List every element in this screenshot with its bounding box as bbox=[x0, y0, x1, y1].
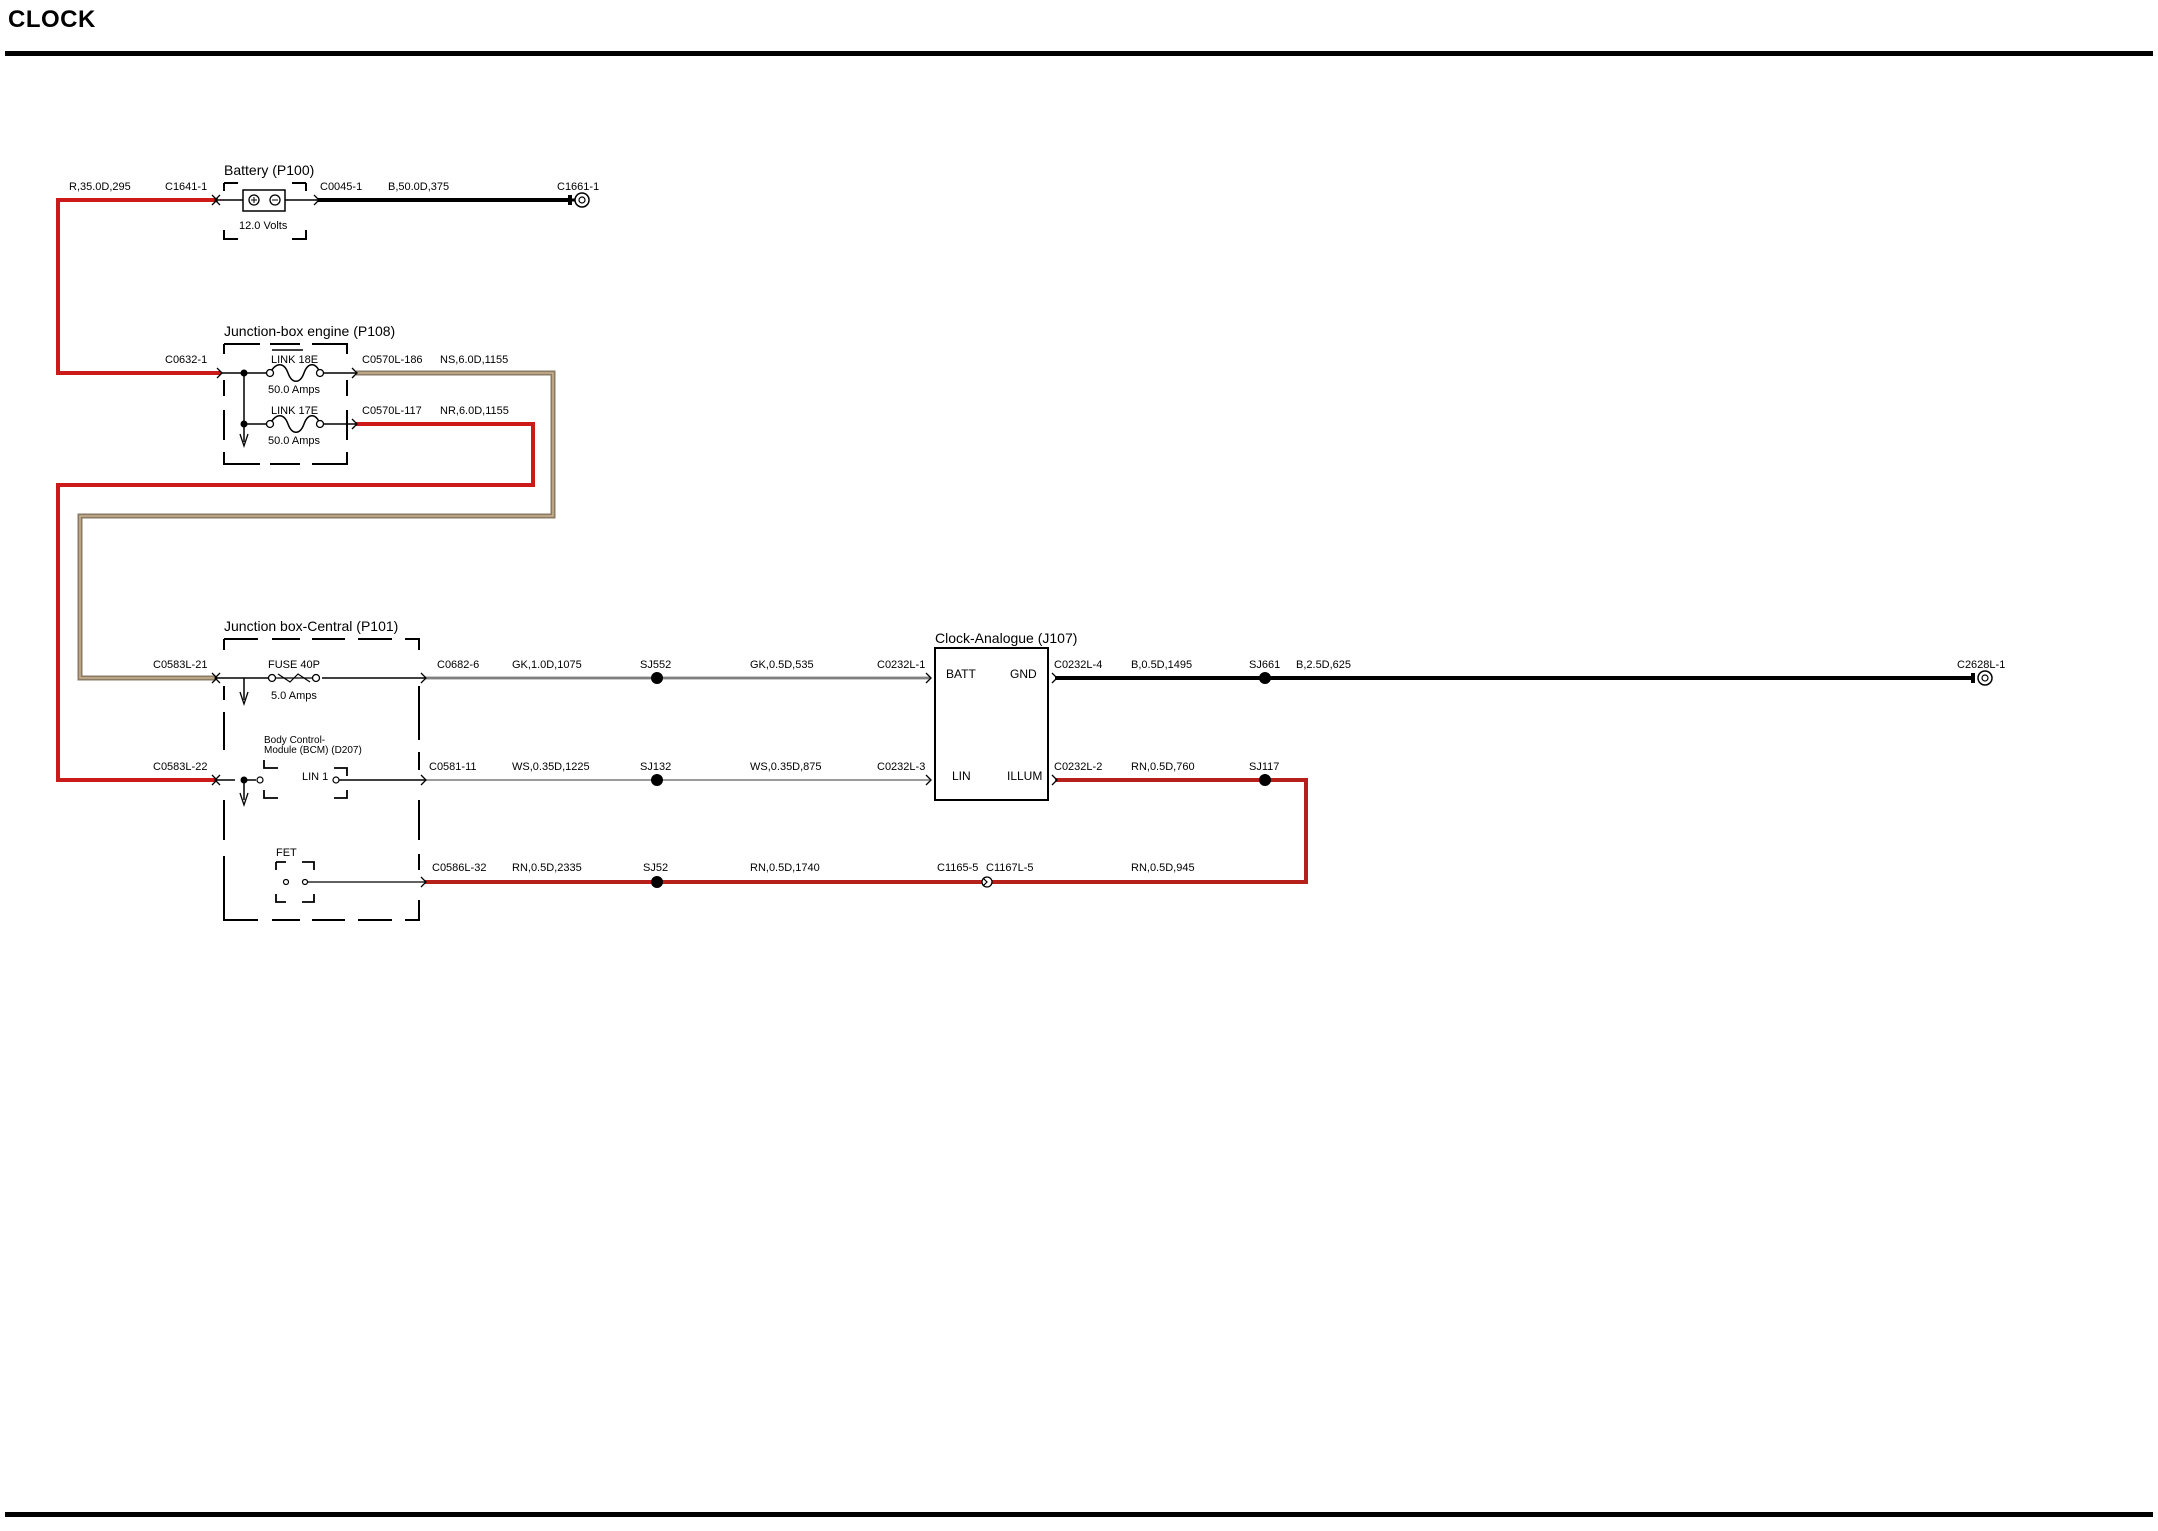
wire-r35 bbox=[56, 198, 221, 375]
conn-c0583-21: C0583L-21 bbox=[153, 659, 207, 671]
battery-rating: 12.0 Volts bbox=[239, 220, 288, 232]
fuse40p-rating: 5.0 Amps bbox=[271, 690, 317, 702]
conn-c1165: C1165-5 bbox=[937, 862, 978, 874]
battery-title: Battery (P100) bbox=[224, 162, 314, 178]
conn-c0570-186: C0570L-186 bbox=[362, 354, 423, 366]
wire-label-r35: R,35.0D,295 bbox=[69, 181, 131, 193]
splice-sj552-icon bbox=[651, 672, 663, 684]
conn-c0682: C0682-6 bbox=[437, 659, 479, 671]
wire-label-ns6: NS,6.0D,1155 bbox=[440, 354, 508, 366]
ground-c2628-icon bbox=[1971, 670, 1993, 686]
wire-label-rn945: RN,0.5D,945 bbox=[1131, 862, 1195, 874]
conn-c0232-2: C0232L-2 bbox=[1054, 761, 1102, 773]
conn-c0232-3: C0232L-3 bbox=[877, 761, 925, 773]
jb-central-component: Junction box-Central (P101) FUSE 40P 5.0… bbox=[216, 618, 425, 921]
clock-pin-lin: LIN bbox=[952, 769, 971, 783]
splice-sj52-icon bbox=[651, 876, 663, 888]
splice-sj132-label: SJ132 bbox=[640, 761, 671, 773]
splice-sj661-icon bbox=[1259, 672, 1271, 684]
wire-rn-illum bbox=[992, 778, 1308, 884]
battery-component: Battery (P100) 12.0 Volts bbox=[218, 162, 318, 240]
conn-c0632: C0632-1 bbox=[165, 354, 207, 366]
splice-sj117-label: SJ117 bbox=[1249, 761, 1279, 773]
jb-central-title: Junction box-Central (P101) bbox=[224, 618, 398, 634]
clock-pin-illum: ILLUM bbox=[1007, 769, 1042, 783]
lin1-label: LIN 1 bbox=[302, 771, 328, 783]
bottom-rule bbox=[5, 1512, 2153, 1517]
splice-sj552-label: SJ552 bbox=[640, 659, 671, 671]
page-title: CLOCK bbox=[8, 6, 96, 33]
wire-label-nr6: NR,6.0D,1155 bbox=[440, 405, 509, 417]
link18e-rating: 50.0 Amps bbox=[268, 384, 320, 396]
wire-label-ws875: WS,0.35D,875 bbox=[750, 761, 822, 773]
wire-label-rn760: RN,0.5D,760 bbox=[1131, 761, 1195, 773]
connector-markers bbox=[211, 194, 1058, 888]
wire-label-b05: B,0.5D,1495 bbox=[1131, 659, 1192, 671]
clock-title: Clock-Analogue (J107) bbox=[935, 630, 1077, 646]
conn-c0232-1: C0232L-1 bbox=[877, 659, 925, 671]
conn-c1641: C1641-1 bbox=[165, 181, 207, 193]
wire-label-rn1740: RN,0.5D,1740 bbox=[750, 862, 820, 874]
wire-label-b50: B,50.0D,375 bbox=[388, 181, 449, 193]
splice-sj661-label: SJ661 bbox=[1249, 659, 1280, 671]
splice-sj117-icon bbox=[1259, 774, 1271, 786]
link17e-label: LINK 17E bbox=[271, 405, 318, 417]
conn-c0586: C0586L-32 bbox=[432, 862, 486, 874]
conn-c0570-117: C0570L-117 bbox=[362, 405, 422, 417]
wire-ns6-inner bbox=[79, 372, 554, 679]
conn-c1167: C1167L-5 bbox=[986, 862, 1034, 874]
link18e-label: LINK 18E bbox=[271, 354, 318, 366]
wire-label-ws1225: WS,0.35D,1225 bbox=[512, 761, 590, 773]
clock-component: Clock-Analogue (J107) BATT GND LIN ILLUM bbox=[934, 630, 1077, 801]
conn-c1661: C1661-1 bbox=[557, 181, 599, 193]
conn-c0232-4: C0232L-4 bbox=[1054, 659, 1102, 671]
conn-c0581: C0581-11 bbox=[429, 761, 477, 773]
conn-c0045: C0045-1 bbox=[320, 181, 362, 193]
jb-engine-title: Junction-box engine (P108) bbox=[224, 323, 395, 339]
fet-label: FET bbox=[276, 847, 297, 859]
jb-engine-component: Junction-box engine (P108) LINK 18E 50.0… bbox=[221, 323, 395, 465]
bcm-label-2: Module (BCM) (D207) bbox=[264, 745, 362, 756]
bcm-label: Body Control- bbox=[264, 735, 325, 746]
clock-pin-batt: BATT bbox=[946, 667, 976, 681]
wire-nr6 bbox=[56, 422, 535, 782]
inline-connector-c1165-icon bbox=[981, 876, 993, 888]
fuse40p-label: FUSE 40P bbox=[268, 659, 320, 671]
top-rule bbox=[5, 51, 2153, 56]
wire-label-gk05: GK,0.5D,535 bbox=[750, 659, 814, 671]
wire-label-b25: B,2.5D,625 bbox=[1296, 659, 1351, 671]
splice-sj52-label: SJ52 bbox=[643, 862, 668, 874]
wire-label-rn2335: RN,0.5D,2335 bbox=[512, 862, 582, 874]
link17e-rating: 50.0 Amps bbox=[268, 435, 320, 447]
ground-c1661-icon bbox=[568, 192, 590, 208]
conn-c0583-22: C0583L-22 bbox=[153, 761, 207, 773]
clock-pin-gnd: GND bbox=[1010, 667, 1037, 681]
conn-c2628: C2628L-1 bbox=[1957, 659, 2005, 671]
splice-sj132-icon bbox=[651, 774, 663, 786]
wire-label-gk10: GK,1.0D,1075 bbox=[512, 659, 582, 671]
